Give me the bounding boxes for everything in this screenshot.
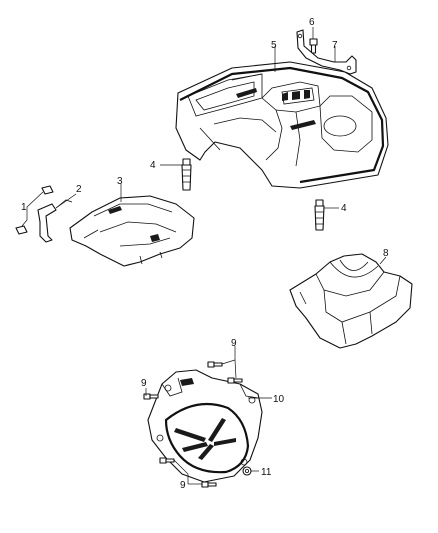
callout-9-bottom: 9 [180, 480, 186, 491]
callout-7: 7 [332, 40, 338, 51]
callout-9-top: 9 [231, 338, 237, 349]
standoff-part-4-lower [314, 199, 325, 231]
engine-cover-part-5 [175, 61, 389, 189]
callout-8: 8 [383, 248, 389, 259]
standoff-part-4-upper [181, 158, 192, 191]
bolt-part-6 [309, 38, 318, 54]
callout-6: 6 [309, 17, 315, 28]
bolt-part-9-bottom [201, 481, 217, 488]
nut-part-11 [242, 466, 252, 476]
callout-3: 3 [117, 176, 123, 187]
bolt-part-9-left [143, 393, 159, 400]
callout-4-lower: 4 [341, 203, 347, 214]
callout-labels: 1 2 3 4 4 5 6 7 8 9 9 9 10 11 [21, 17, 389, 491]
bolt-part-9-bottom-left [159, 457, 175, 464]
callout-9-left: 9 [141, 378, 147, 389]
bolt-part-9-right [227, 377, 243, 384]
leader-lines [21, 27, 387, 485]
callout-4-upper: 4 [150, 160, 156, 171]
bolt-part-9-top [207, 361, 223, 368]
grommet-part-1 [15, 185, 54, 235]
callout-1: 1 [21, 202, 27, 213]
callout-2: 2 [76, 184, 82, 195]
callout-11: 11 [261, 467, 272, 478]
cover-plate-part-10 [147, 369, 263, 483]
insulator-part-8 [289, 253, 413, 349]
bracket-part-7 [296, 29, 357, 75]
callout-5: 5 [271, 40, 277, 51]
callout-10: 10 [273, 394, 285, 405]
side-cover-part-3 [69, 195, 195, 267]
clip-part-2 [37, 199, 73, 243]
